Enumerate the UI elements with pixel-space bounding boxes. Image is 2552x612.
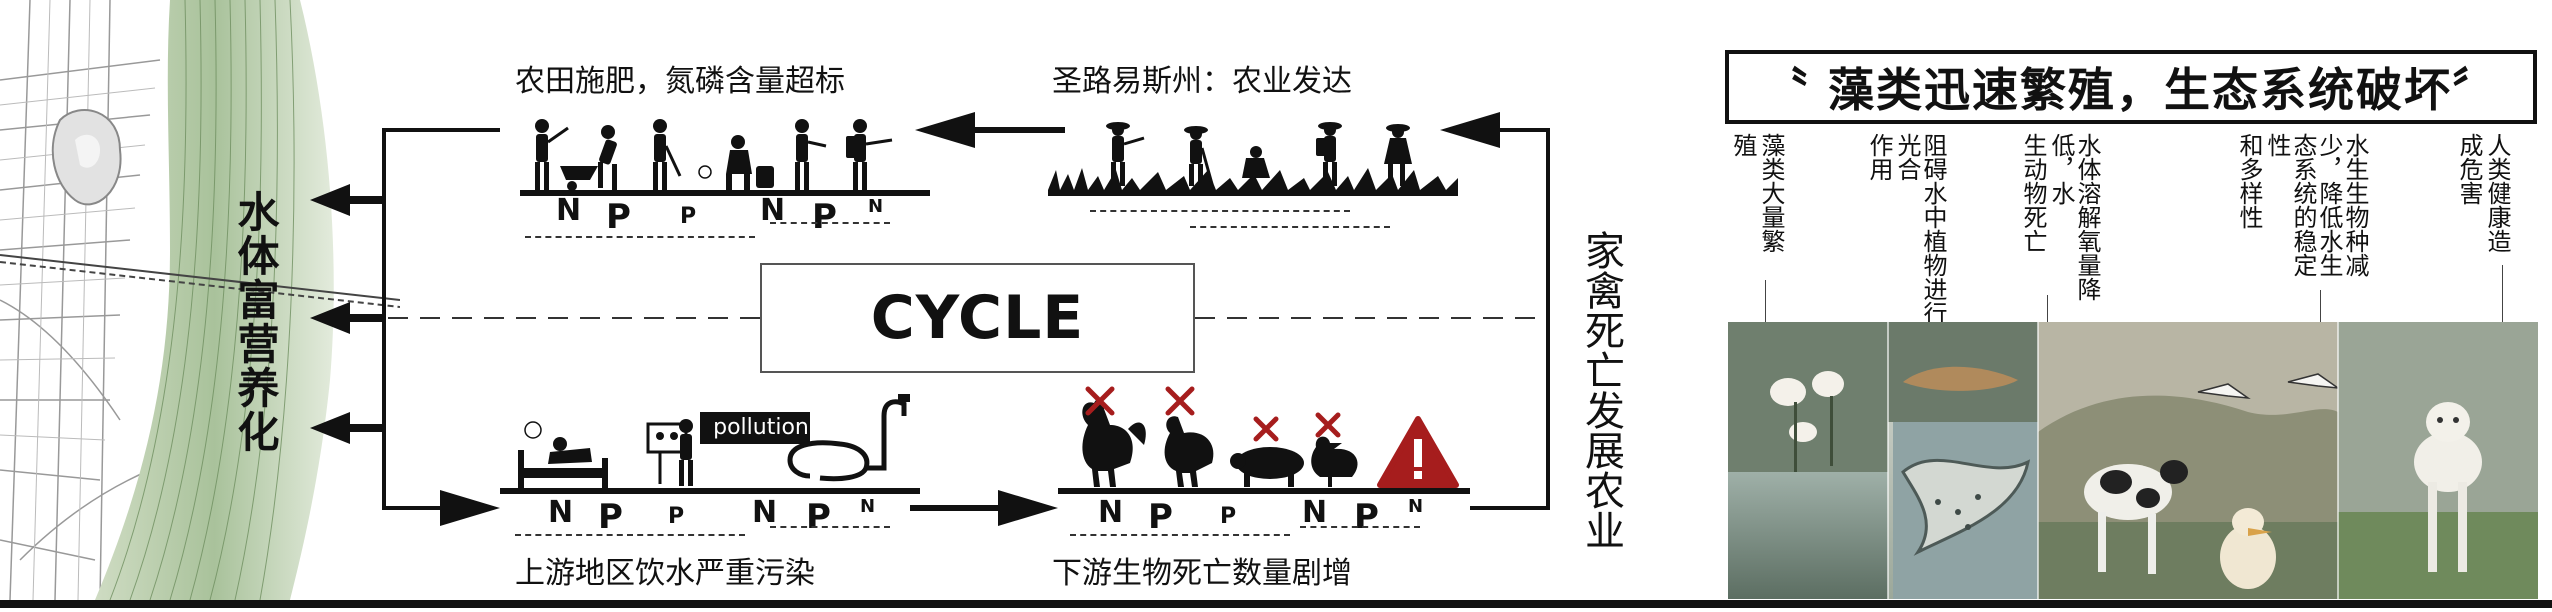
eutrophication-label: 水体富营养化	[231, 190, 280, 454]
site-map	[0, 0, 400, 600]
effect-text: 藻类大量繁	[1757, 133, 1785, 253]
effect-text: 殖	[1729, 133, 1757, 157]
effect-photosynthesis: 阻碍水中植物进行光合 作用	[1865, 133, 1947, 333]
soil-dash	[770, 222, 890, 224]
nutrient-p: P	[812, 197, 837, 237]
arrow-top-middle	[915, 112, 975, 148]
soil-dash	[1090, 210, 1350, 212]
arrow-left-mid	[310, 302, 350, 334]
effect-text: 和多样性	[2235, 133, 2263, 229]
nutrient-p-small: P	[680, 204, 697, 229]
effect-text: 人类健康造	[2483, 133, 2511, 253]
nutrient-n-small: N	[868, 196, 884, 217]
nutrient-p: P	[1148, 497, 1173, 537]
bottom-left-ground	[500, 488, 920, 494]
nutrient-p: P	[806, 497, 831, 537]
nutrient-n-small: N	[1408, 496, 1424, 517]
top-left-ground	[520, 190, 930, 196]
farmers-working-icon	[1048, 122, 1458, 192]
cycle-label: CYCLE	[760, 263, 1195, 373]
nutrient-n: N	[1302, 495, 1328, 530]
nutrient-p-small: P	[668, 504, 685, 529]
effect-human-health: 人类健康造 成危害	[2455, 133, 2511, 253]
soil-dash	[1070, 534, 1290, 536]
effect-algae-bloom: 藻类大量繁 殖	[1729, 133, 1785, 253]
arrow-bottom-left-in	[440, 490, 500, 526]
bottom-right-caption: 下游生物死亡数量剧增	[1052, 556, 1352, 591]
warning-icon	[1377, 416, 1459, 488]
pollution-tag: pollution	[713, 415, 809, 440]
bottom-left-caption: 上游地区饮水严重污染	[515, 556, 815, 591]
nutrient-n: N	[548, 495, 574, 530]
nutrient-n-small: N	[860, 496, 876, 517]
poultry-death-label: 家禽死亡发展农业	[1578, 230, 1624, 550]
nutrient-n: N	[752, 495, 778, 530]
polluted-water-icon	[518, 394, 910, 488]
leader-line	[1765, 280, 1766, 340]
bottom-right-ground	[1058, 488, 1470, 494]
farmers-fertilizing-icon	[535, 119, 893, 191]
nutrient-p: P	[1354, 497, 1379, 537]
arrow-bottom-middle	[998, 490, 1058, 526]
cycle-top-right-segment	[1488, 128, 1550, 132]
top-left-caption: 农田施肥，氮磷含量超标	[515, 64, 845, 99]
arrow-top-right-in	[1440, 112, 1500, 148]
nutrient-n: N	[556, 193, 582, 228]
dying-livestock-icon	[1082, 386, 1459, 488]
arrow-left-bottom	[310, 412, 350, 444]
effect-biodiversity: 水生生物种减少，降低水生态系统的稳定性 和多样性	[2235, 133, 2369, 283]
bottom-rule	[0, 600, 2552, 608]
soil-dash	[1300, 526, 1420, 528]
nutrient-n: N	[1098, 495, 1124, 530]
nutrient-p-small: P	[1220, 504, 1237, 529]
algae-bloom-title: 〝 藻类迅速繁殖，生态系统破坏〞	[1725, 50, 2537, 124]
nutrient-p: P	[606, 197, 631, 237]
effect-text: 水生生物种减少，降低水生态系统的稳定性	[2263, 133, 2369, 277]
cycle-right-bracket	[1546, 128, 1550, 508]
effect-text: 阻碍水中植物进行光合	[1893, 133, 1947, 325]
soil-dash	[1190, 226, 1390, 228]
soil-dash	[515, 534, 745, 536]
cycle-bottom-left-segment	[382, 506, 482, 510]
effect-text: 作用	[1865, 133, 1893, 181]
effect-text: 成危害	[2455, 133, 2483, 205]
cycle-top-left-segment	[382, 128, 500, 132]
top-right-caption: 圣路易斯州：农业发达	[1052, 64, 1352, 99]
effect-oxygen-depletion: 水体溶解氧量降低，水 生动物死亡	[2019, 133, 2101, 333]
nutrient-p: P	[598, 497, 623, 537]
cycle-bottom-right-segment	[1470, 506, 1550, 510]
soil-dash	[770, 526, 890, 528]
effect-text: 生动物死亡	[2019, 133, 2047, 253]
effect-text: 水体溶解氧量降低，水	[2047, 133, 2101, 301]
nutrient-n: N	[760, 193, 786, 228]
arrow-left-top	[310, 184, 350, 216]
top-right-ground	[1048, 190, 1458, 196]
soil-dash	[525, 236, 755, 238]
ecosystem-photo-collage	[1728, 322, 2538, 599]
